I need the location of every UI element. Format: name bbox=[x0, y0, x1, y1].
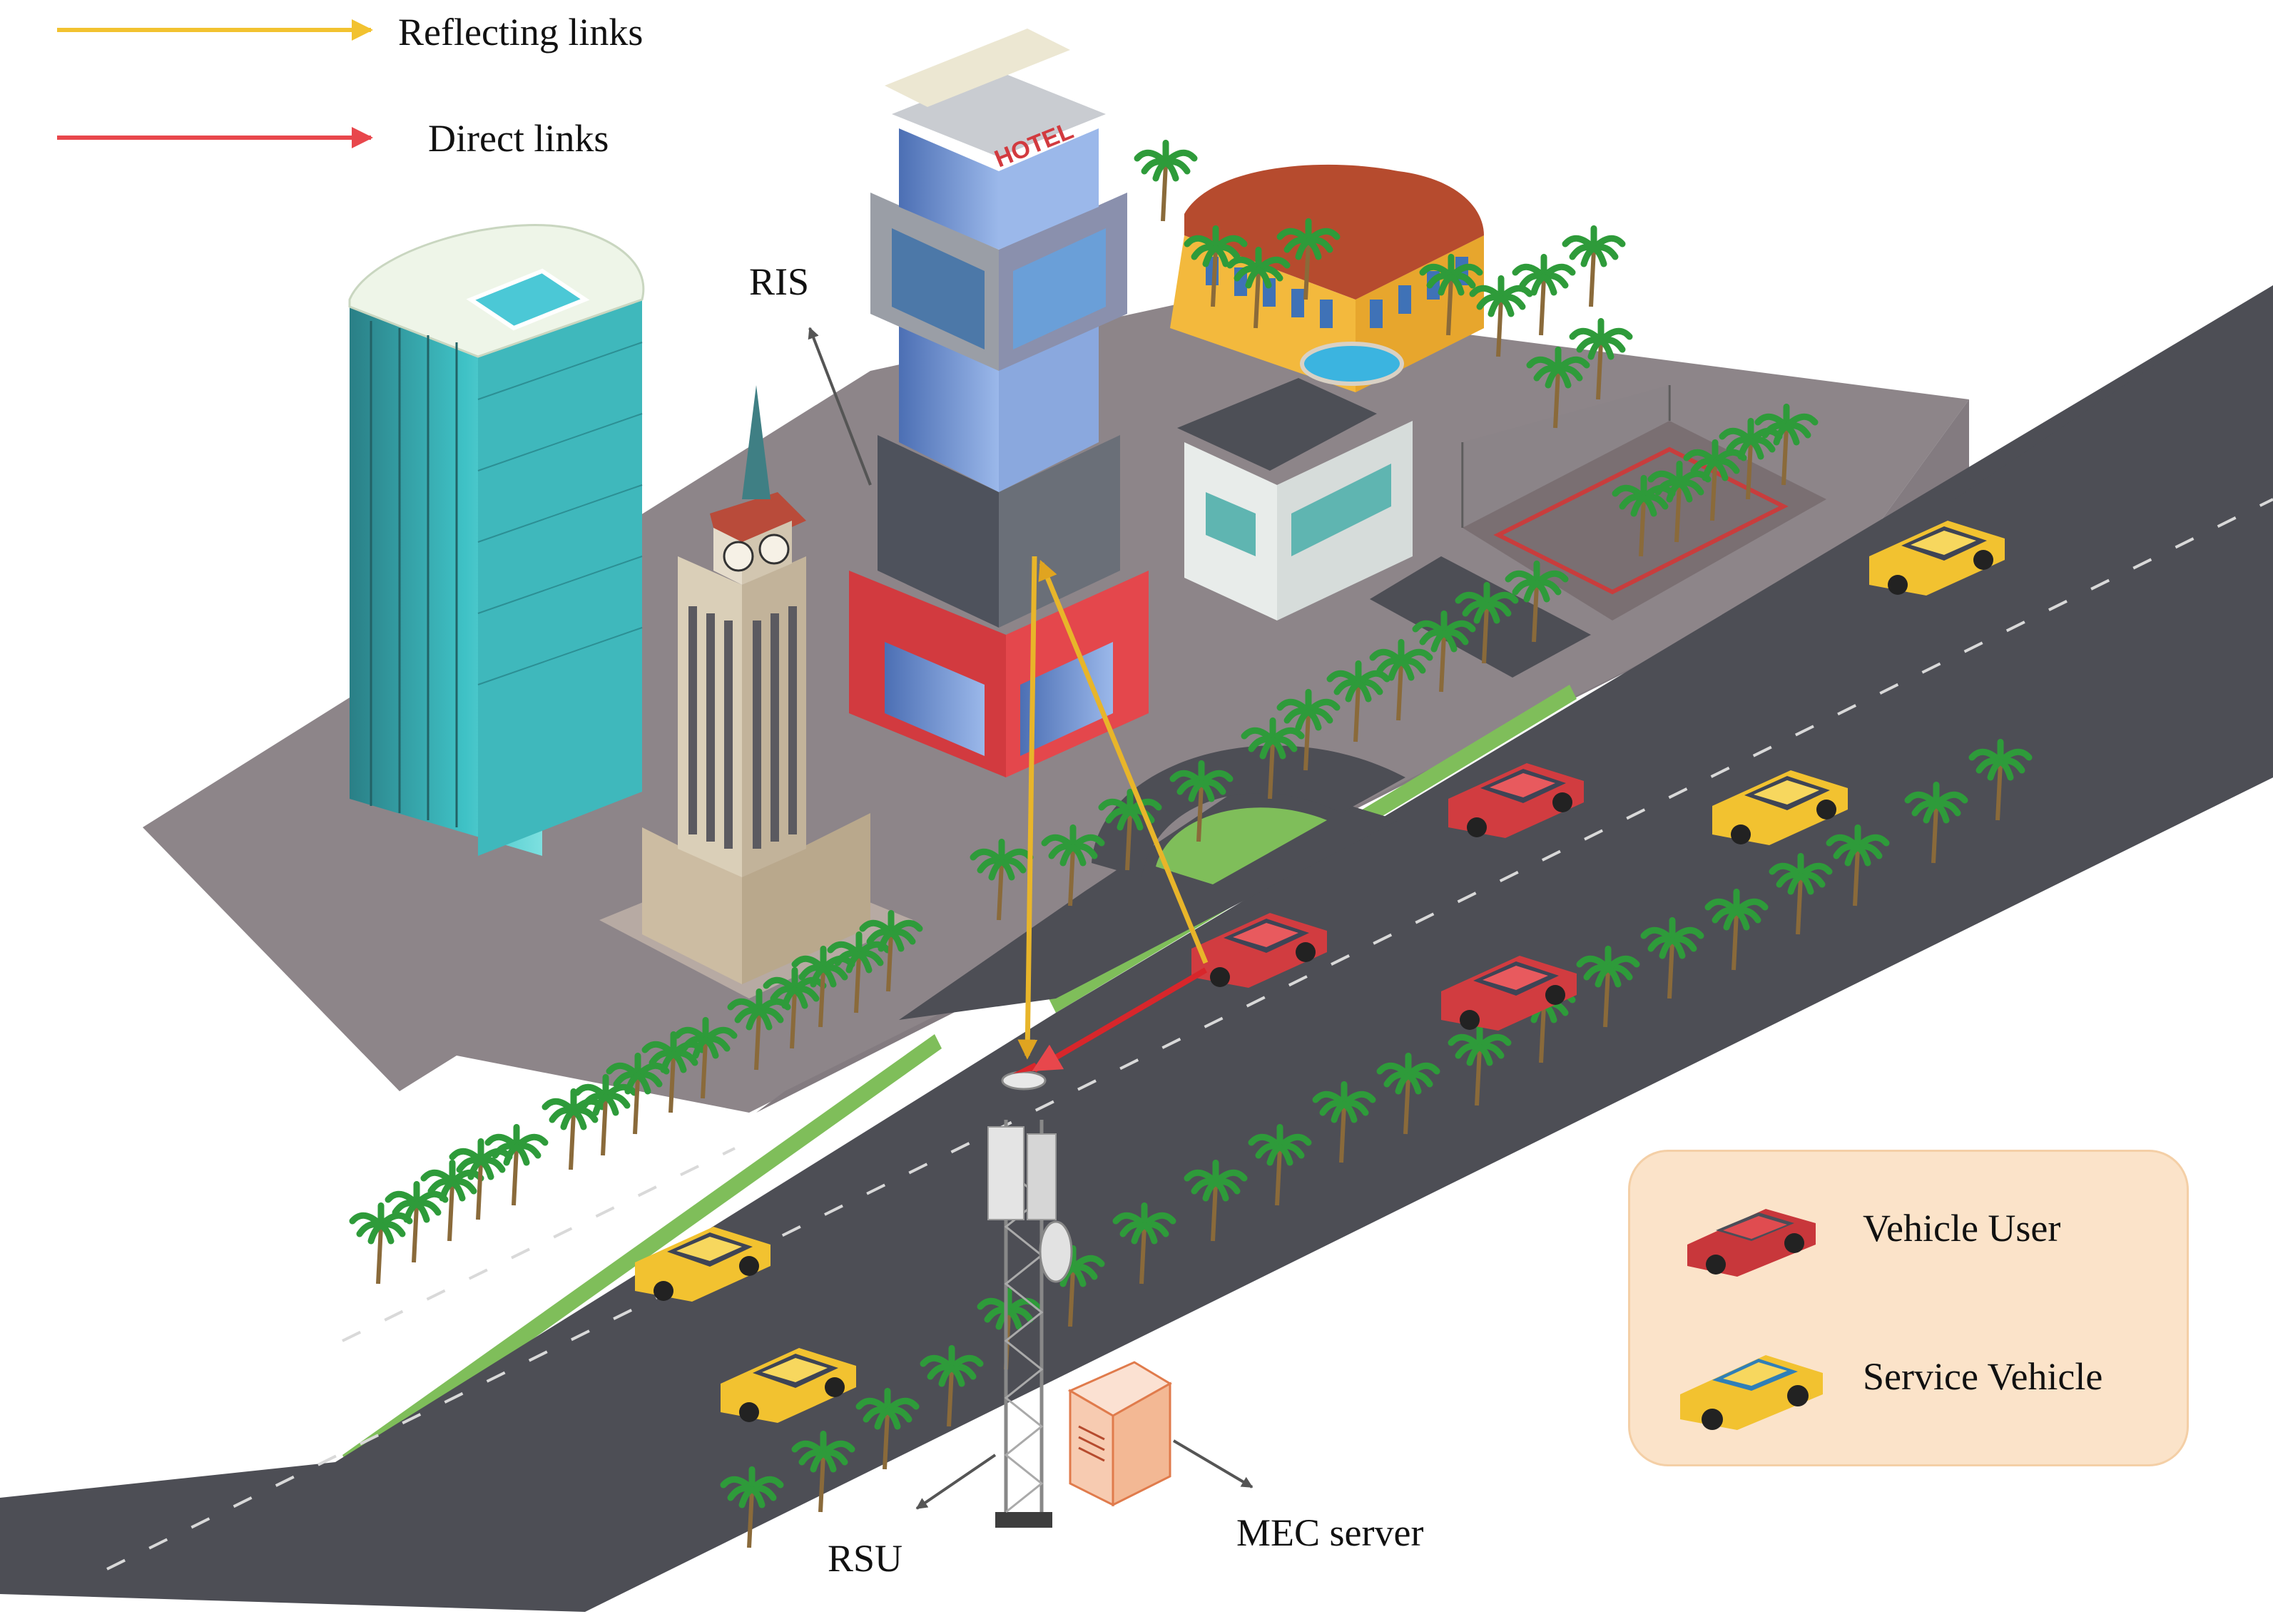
ris-label: RIS bbox=[749, 262, 809, 301]
reflecting-links-label: Reflecting links bbox=[398, 13, 643, 51]
palm-tree-icon bbox=[388, 1184, 445, 1262]
rsu-label: RSU bbox=[828, 1539, 902, 1578]
vehicle-user-label: Vehicle User bbox=[1863, 1209, 2060, 1247]
mec-pointer bbox=[1174, 1441, 1252, 1487]
palm-tree-icon bbox=[352, 1205, 410, 1284]
palm-tree-icon bbox=[545, 1091, 602, 1170]
link-legend-arrows bbox=[57, 30, 371, 138]
palm-tree-icon bbox=[1137, 143, 1194, 221]
mec-server-label: MEC server bbox=[1236, 1513, 1423, 1552]
red-car-icon bbox=[1680, 1180, 1823, 1280]
vehicle-legend: Vehicle User Service Vehicle bbox=[1628, 1150, 2189, 1466]
office-tower bbox=[350, 225, 644, 856]
palm-tree-icon bbox=[1515, 257, 1572, 335]
palm-tree-icon bbox=[1565, 228, 1622, 307]
service-vehicle-label: Service Vehicle bbox=[1863, 1357, 2102, 1396]
rsu-pointer bbox=[917, 1455, 995, 1508]
direct-links-label: Direct links bbox=[428, 119, 609, 158]
mec-server-icon bbox=[1070, 1362, 1170, 1505]
yellow-taxi-icon bbox=[1673, 1323, 1830, 1437]
